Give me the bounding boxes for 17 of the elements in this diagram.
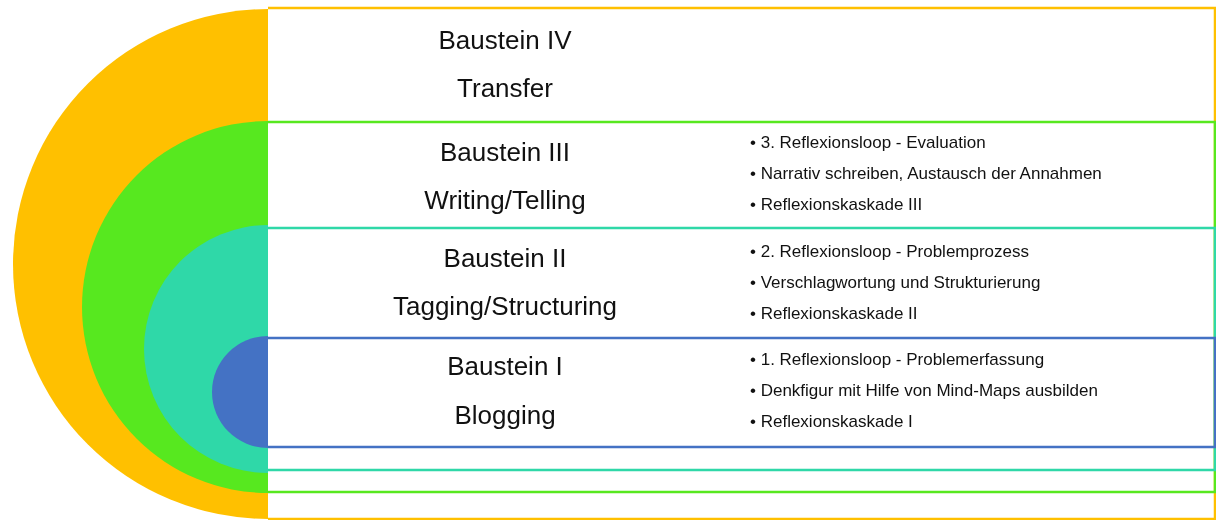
bullet-item: • 1. Reflexionsloop - Problemerfassung bbox=[750, 349, 1046, 371]
bullet-item: • Reflexionskaskade III bbox=[750, 194, 924, 216]
bullet-item: • Denkfigur mit Hilfe von Mind-Maps ausbilden bbox=[750, 380, 1098, 402]
bullet-item: • 3. Reflexionsloop - Evaluation bbox=[750, 132, 987, 154]
module-subtitle: Writing/Telling bbox=[423, 184, 587, 216]
module-heading: Baustein I bbox=[446, 350, 564, 382]
bullet-item: • Reflexionskaskade II bbox=[750, 303, 919, 325]
bullet-item: • 2. Reflexionsloop - Problemprozess bbox=[750, 241, 1031, 263]
module-heading: Baustein III bbox=[438, 136, 572, 168]
module-heading: Baustein IV bbox=[437, 24, 573, 56]
bullet-item: • Reflexionskaskade I bbox=[750, 411, 914, 433]
bullet-item: • Narrativ schreiben, Austausch der Annahmen bbox=[750, 163, 1102, 185]
module-subtitle: Tagging/Structuring bbox=[392, 290, 618, 322]
module-subtitle: Blogging bbox=[453, 399, 557, 431]
module-heading: Baustein II bbox=[442, 242, 568, 274]
bullet-item: • Verschlagwortung und Strukturierung bbox=[750, 272, 1041, 294]
module-subtitle: Transfer bbox=[456, 72, 554, 104]
